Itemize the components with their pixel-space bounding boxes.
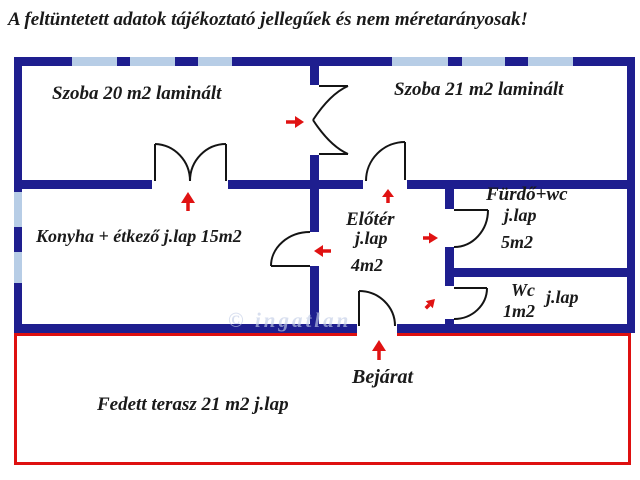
wall-divider-eloter-2 — [445, 247, 454, 286]
room-label-eloter: Előtér — [346, 209, 395, 230]
arrow-furdo — [423, 232, 438, 244]
wall-divider-szoba-bottom — [310, 155, 319, 189]
window-segment — [462, 57, 505, 66]
furdo-floor-label: j.lap — [504, 205, 537, 225]
window-segment — [198, 57, 232, 66]
door-entrance — [358, 290, 396, 327]
terrace-outline — [14, 333, 631, 465]
disclaimer-text: A feltüntetett adatok tájékoztató jelleg… — [8, 9, 528, 30]
door-eloter-szoba21 — [365, 141, 406, 182]
wall-bottom-left — [14, 324, 357, 333]
window-segment — [528, 57, 573, 66]
eloter-area-label: 4m2 — [351, 255, 384, 275]
room-label-wc: Wc — [511, 280, 535, 300]
terrace-label: Fedett terasz 21 m2 j.lap — [97, 394, 289, 415]
eloter-floor-label: j.lap — [355, 228, 388, 248]
wall-divider-konyha-top — [310, 189, 319, 232]
entrance-label: Bejárat — [352, 366, 414, 388]
door-wc — [453, 287, 488, 320]
wall-bottom-right — [397, 324, 635, 333]
door-furdo — [453, 209, 489, 248]
window-segment — [72, 57, 117, 66]
arrow-wc — [424, 299, 435, 310]
wall-top — [14, 57, 635, 66]
window-segment — [14, 192, 22, 227]
door-eloter-konyha — [270, 231, 311, 267]
wall-right — [627, 57, 635, 333]
wall-divider-eloter-1 — [445, 189, 454, 209]
wall-mid-horizontal-a — [14, 180, 152, 189]
double-door-szoba20-szoba21 — [312, 85, 349, 155]
arrow-szoba20-szoba21 — [286, 116, 304, 128]
room-label-szoba20: Szoba 20 m2 laminált — [52, 83, 222, 104]
wall-mid-horizontal-c — [407, 180, 635, 189]
wall-divider-eloter-3 — [445, 319, 454, 333]
window-segment — [392, 57, 448, 66]
wall-furdo-wc — [445, 268, 635, 277]
wc-area-label: 1m2 — [503, 301, 536, 321]
wall-mid-horizontal-b — [228, 180, 363, 189]
entrance-gap — [357, 333, 397, 337]
arrow-bejarat — [372, 340, 386, 360]
wall-divider-szoba-top — [310, 57, 319, 85]
wall-divider-konyha-bottom — [310, 266, 319, 333]
arrow-eloter-konyha — [314, 245, 331, 257]
wc-floor-label: j.lap — [546, 287, 579, 307]
room-label-furdo: Fürdő+wc — [486, 184, 568, 205]
watermark: © ingatlan — [228, 308, 352, 332]
arrow-eloter-szoba21 — [382, 189, 394, 203]
arrow-konyha-szoba20 — [181, 192, 195, 211]
room-label-szoba21: Szoba 21 m2 laminált — [394, 79, 564, 100]
double-door-szoba20-konyha — [154, 143, 227, 182]
window-segment — [14, 252, 22, 283]
furdo-area-label: 5m2 — [501, 232, 534, 252]
room-label-konyha: Konyha + étkező j.lap 15m2 — [36, 226, 242, 246]
window-segment — [130, 57, 175, 66]
